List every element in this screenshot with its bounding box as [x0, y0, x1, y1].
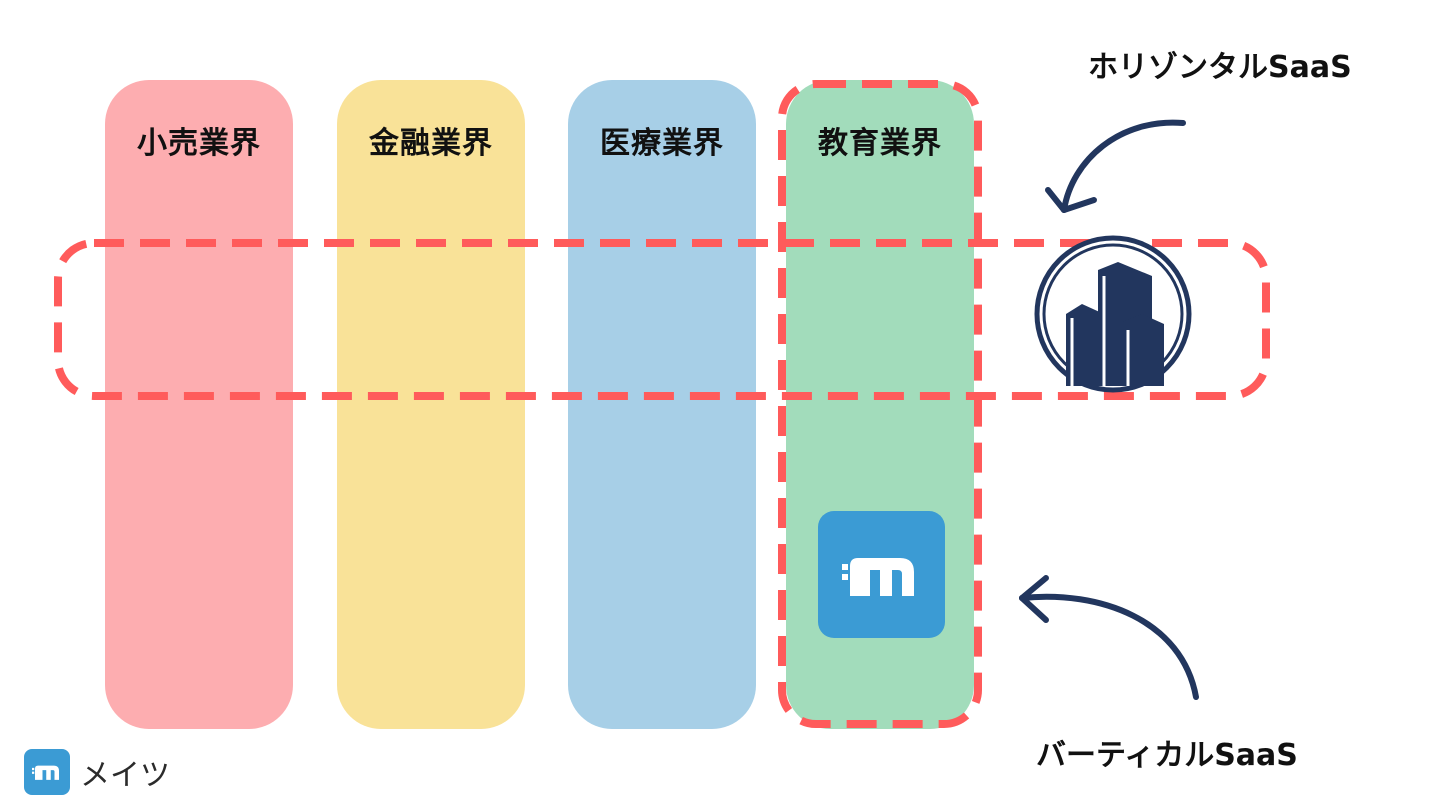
column-finance: 金融業界: [337, 80, 525, 729]
brand: メイツ: [24, 748, 170, 796]
column-retail-label: 小売業界: [137, 126, 261, 161]
horizontal-saas-label: ホリゾンタルSaaS: [1088, 50, 1352, 85]
brand-name: メイツ: [80, 758, 170, 793]
column-retail: 小売業界: [105, 80, 293, 729]
column-medical: 医療業界: [568, 80, 756, 729]
column-finance-label: 金融業界: [369, 126, 493, 161]
column-medical-label: 医療業界: [600, 126, 724, 161]
curved-arrow-icon: [1019, 575, 1199, 700]
mates-m-icon: [818, 511, 945, 638]
mates-logo-icon: [24, 749, 70, 795]
vertical-saas-label: バーティカルSaaS: [1036, 738, 1298, 773]
buildings-icon: [1034, 235, 1192, 393]
column-education-label: 教育業界: [818, 126, 942, 161]
curved-arrow-icon: [1045, 119, 1186, 213]
